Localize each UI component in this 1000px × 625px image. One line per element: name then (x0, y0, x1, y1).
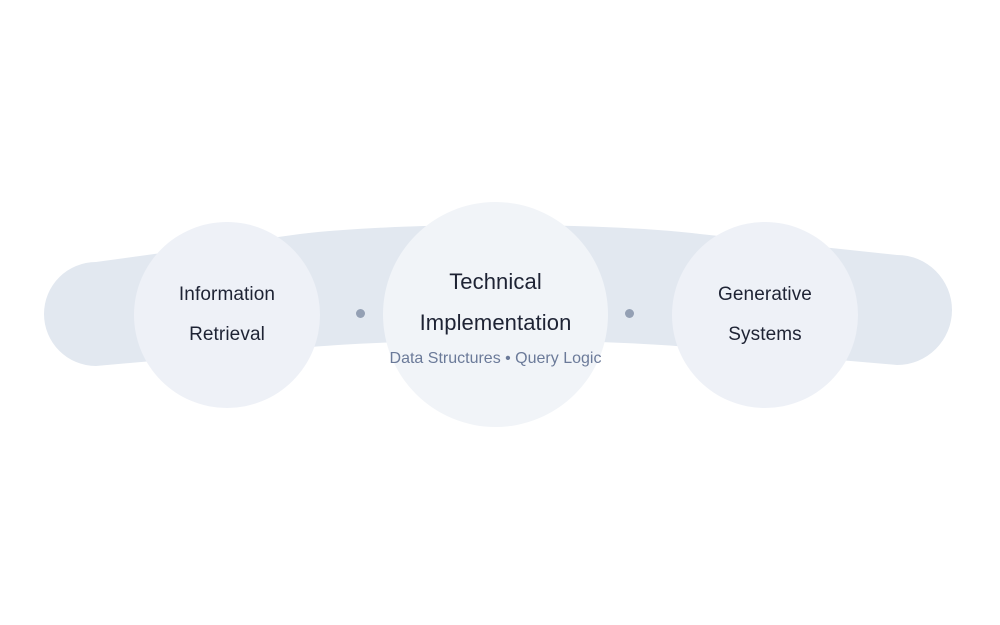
node-label-line: Technical (449, 268, 542, 294)
connector-dot-left (356, 309, 365, 318)
node-label-line: Information (178, 284, 276, 305)
node-technical-implementation[interactable]: Technical Implementation Data Structures… (383, 202, 608, 427)
node-subtitle: Data Structures • Query Logic (389, 349, 602, 367)
node-label-line: Systems (728, 324, 802, 345)
node-generative-systems[interactable]: Generative Systems (672, 222, 858, 408)
node-label-line: Generative (718, 284, 812, 305)
node-label-line: Retrieval (189, 324, 265, 345)
node-label-line: Implementation (419, 309, 572, 335)
node-information-retrieval[interactable]: Information Retrieval (134, 222, 320, 408)
connector-dot-right (625, 309, 634, 318)
